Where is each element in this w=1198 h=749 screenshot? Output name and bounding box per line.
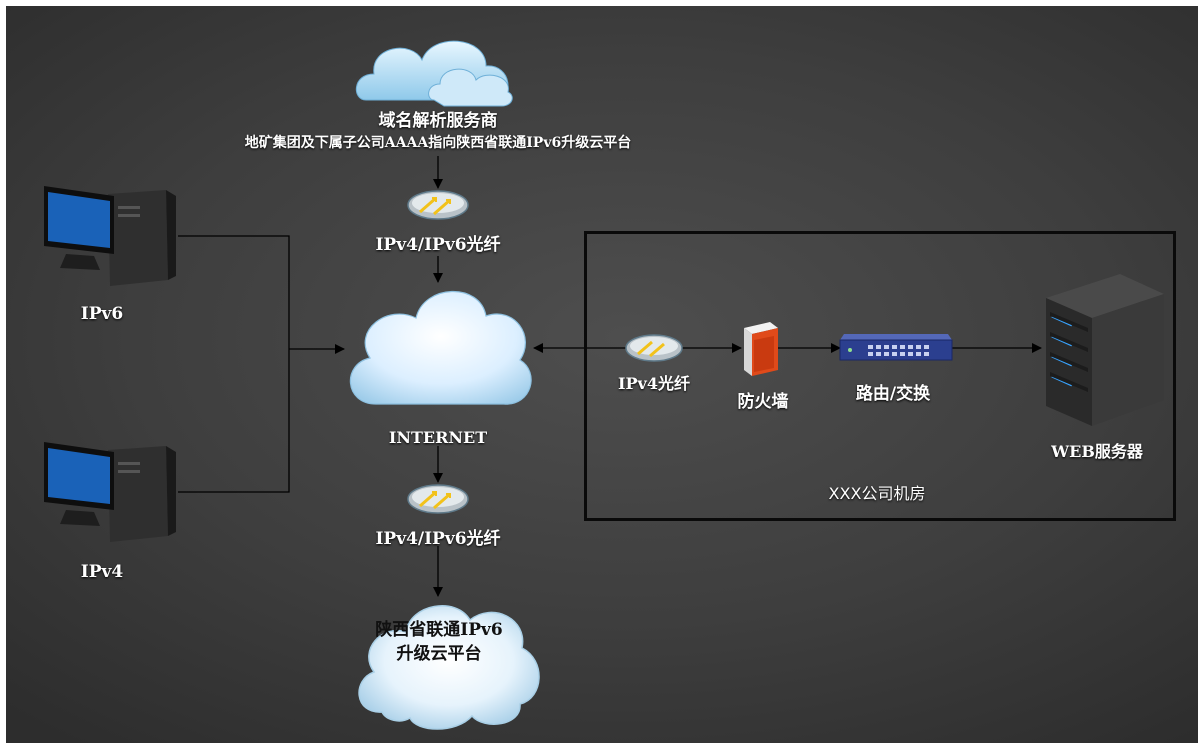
web-server-label: WEB服务器 <box>1051 442 1143 461</box>
ipv4-client-label: IPv4 <box>80 562 124 582</box>
dns-cloud-icon <box>356 40 513 107</box>
fiber-connector-icon <box>625 334 683 362</box>
firewall-label: 防火墙 <box>737 392 789 412</box>
dns-provider-title: 域名解析服务商 <box>378 111 498 131</box>
ipv6-computer-icon <box>44 186 176 286</box>
internet-cloud-icon <box>349 290 532 405</box>
fiber-bottom-label: IPv4/IPv6光纤 <box>375 529 501 549</box>
ipv6-client-label: IPv6 <box>80 304 124 324</box>
fiber-top-label: IPv4/IPv6光纤 <box>375 235 501 255</box>
fiber-connector-icon <box>407 484 469 514</box>
web-server-icon <box>1046 274 1164 426</box>
fiber-connector-icon <box>407 190 469 220</box>
router-switch-label: 路由/交换 <box>855 384 931 404</box>
internet-label: INTERNET <box>388 428 488 447</box>
firewall-icon <box>744 322 778 376</box>
ipv4-computer-icon <box>44 442 176 542</box>
cloud-platform-label: 陕西省联通IPv6升级云平台 <box>375 620 503 664</box>
room-fiber-label: IPv4光纤 <box>618 374 690 393</box>
cloud-platform-icon <box>358 605 540 730</box>
dns-provider-note: 地矿集团及下属子公司AAAA指向陕西省联通IPv6升级云平台 <box>244 135 632 151</box>
router-switch-icon <box>839 334 953 361</box>
network-diagram: 域名解析服务商 地矿集团及下属子公司AAAA指向陕西省联通IPv6升级云平台 I… <box>6 6 1198 743</box>
server-room-caption: XXX公司机房 <box>828 484 926 503</box>
server-room-boundary <box>584 231 1176 521</box>
